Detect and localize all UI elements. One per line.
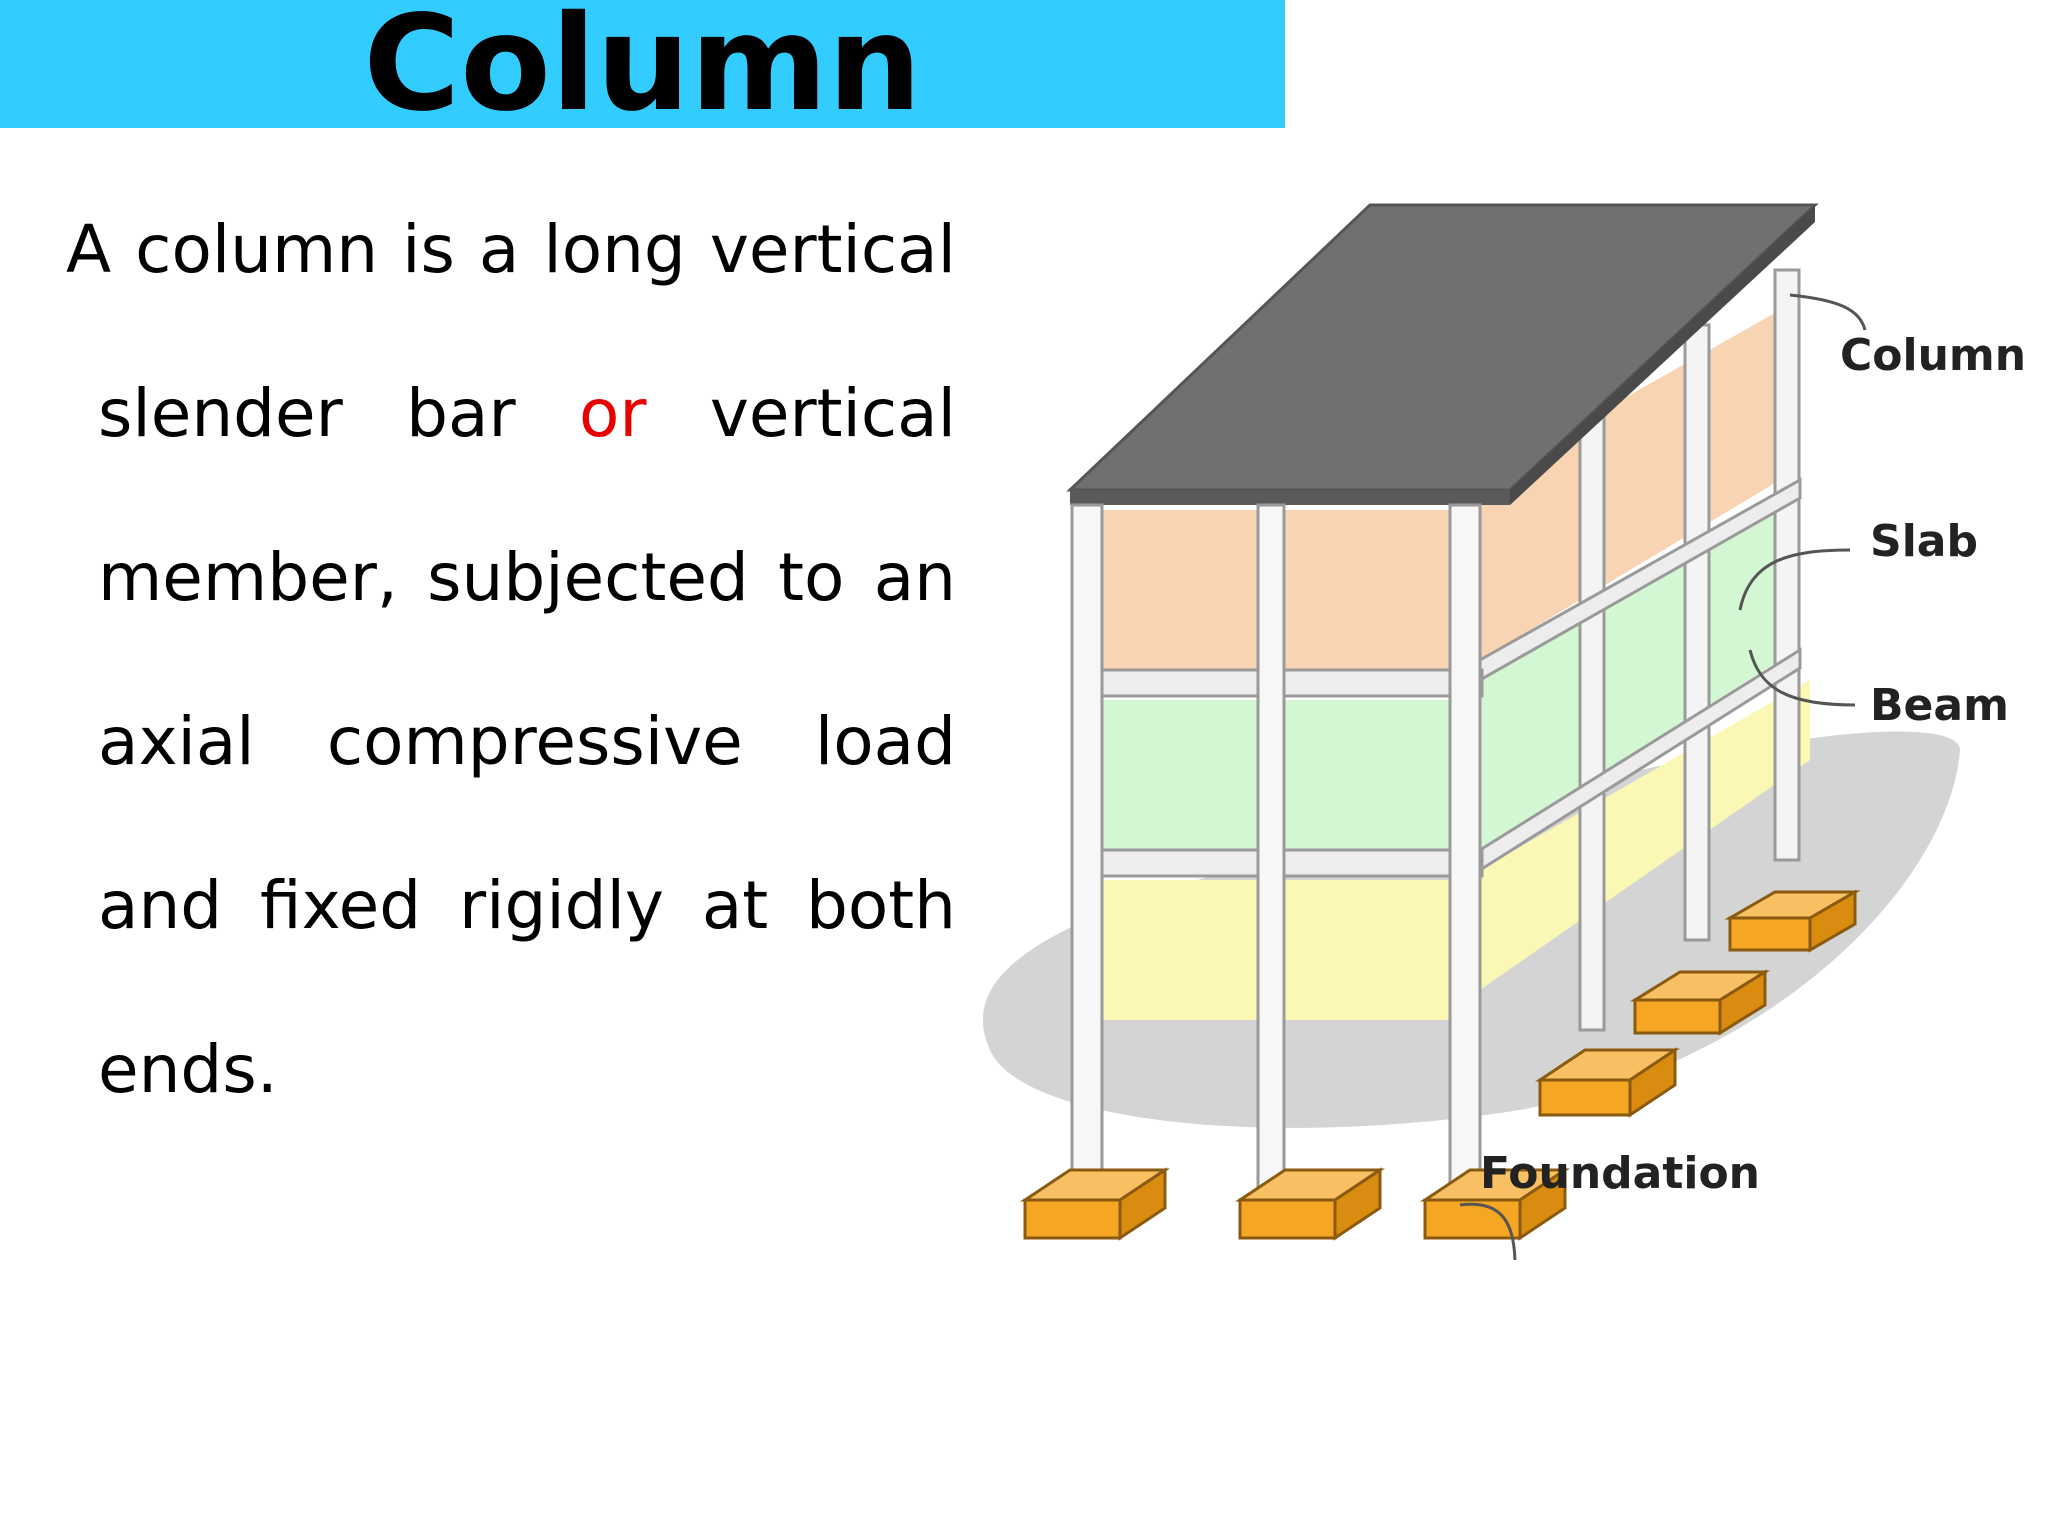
- definition-line-6: ends.: [66, 1020, 956, 1184]
- foundation-leader-line: [1459, 1202, 1517, 1260]
- foundation-label-layer: Foundation: [960, 160, 2048, 1260]
- column: [1070, 503, 1104, 1212]
- footing: [1235, 1167, 1385, 1241]
- highlighted-word: or: [579, 375, 647, 452]
- word: A: [66, 211, 112, 288]
- beam-label: Beam: [1870, 680, 2009, 731]
- word: rigidly: [458, 867, 664, 944]
- word: ends.: [98, 1031, 278, 1108]
- word: and: [98, 867, 223, 944]
- lower-side-slab: [1480, 680, 1810, 990]
- roof-edge: [1070, 490, 1510, 505]
- definition-line-4: axial compressive load: [66, 692, 956, 856]
- definition-line-3: member, subjected to an: [66, 528, 956, 692]
- footing: [1020, 1167, 1170, 1241]
- column-label: Column: [1840, 330, 2026, 381]
- definition-line-2: slender bar or vertical: [66, 364, 956, 528]
- building-frame-diagram: Column Slab Beam Foundation: [960, 160, 2048, 1260]
- definition-line-1: A column is a long vertical: [66, 200, 956, 364]
- definition-line-5: and fixed rigidly at both: [66, 856, 956, 1020]
- word: to: [778, 539, 845, 616]
- word: is: [402, 211, 455, 288]
- word: compressive: [326, 703, 743, 780]
- column: [1256, 503, 1286, 1212]
- footing: [1535, 1047, 1680, 1118]
- roof-edge: [1510, 205, 1815, 505]
- word: both: [805, 867, 956, 944]
- word: vertical: [709, 211, 956, 288]
- lower-slab: [1100, 880, 1260, 1020]
- middle-slab: [1280, 700, 1450, 850]
- word: load: [814, 703, 956, 780]
- word: axial: [98, 703, 255, 780]
- word: subjected: [427, 539, 749, 616]
- word: an: [873, 539, 956, 616]
- word: fixed: [260, 867, 422, 944]
- word: vertical: [709, 375, 956, 452]
- word: bar: [406, 375, 516, 452]
- building-frame-illustration: Column Slab Beam: [982, 203, 2026, 1260]
- column: [1683, 323, 1711, 942]
- beam-leader-line: [1748, 649, 1856, 707]
- middle-slab: [1100, 700, 1260, 850]
- word: a: [478, 211, 520, 288]
- footing: [1629, 969, 1771, 1036]
- title-bar: Column: [0, 0, 1285, 134]
- definition-text: A column is a long vertical slender bar …: [66, 200, 956, 1184]
- slab-label: Slab: [1870, 516, 1978, 567]
- upper-slab: [1280, 510, 1450, 670]
- word: column: [135, 211, 379, 288]
- column: [1773, 268, 1801, 862]
- word: long: [543, 211, 686, 288]
- lower-slab: [1280, 880, 1450, 1020]
- foundation-label-text: Foundation: [1480, 1148, 1761, 1199]
- footing: [1420, 1167, 1570, 1241]
- word: slender: [98, 375, 343, 452]
- footing: [1724, 889, 1861, 953]
- word: member,: [98, 539, 398, 616]
- column-leader-line: [1789, 293, 1867, 331]
- upper-slab: [1100, 510, 1260, 670]
- slide-title: Column: [363, 0, 922, 141]
- slab-leader-line: [1738, 548, 1851, 611]
- word: at: [701, 867, 769, 944]
